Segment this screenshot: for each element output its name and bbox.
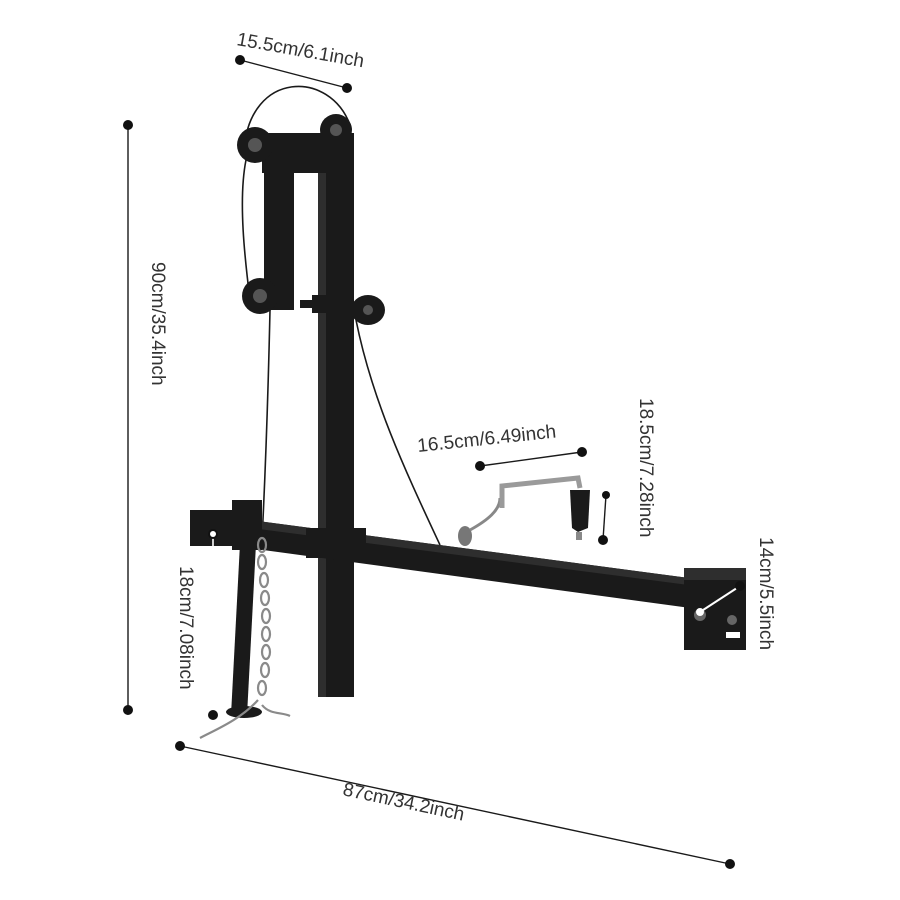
arm-length-label: 16.5cm/6.49inch bbox=[416, 422, 557, 457]
total-length-label: 87cm/34.2inch bbox=[341, 779, 466, 825]
post-bolt bbox=[300, 295, 334, 313]
hanging-cable-left bbox=[261, 309, 271, 541]
top-left-pulley bbox=[237, 127, 273, 163]
lift-frame-illustration bbox=[190, 85, 746, 739]
leg-height-label: 18cm/7.08inch bbox=[175, 566, 196, 690]
crank-handle-grip bbox=[570, 490, 590, 532]
swivel-hook bbox=[458, 497, 502, 546]
dimension-plate-height: 14cm/5.5inch bbox=[696, 537, 776, 650]
collar-knob bbox=[309, 535, 327, 553]
hanging-cable-right bbox=[355, 319, 441, 546]
support-leg bbox=[231, 539, 257, 711]
top-width-label: 15.5cm/6.1inch bbox=[235, 29, 366, 72]
lower-left-pulley bbox=[242, 278, 278, 314]
bracket-inner-gap bbox=[294, 173, 314, 297]
left-cable bbox=[241, 159, 251, 301]
boom-top-edge bbox=[190, 512, 742, 592]
top-right-pulley bbox=[320, 114, 352, 146]
handle-height-label: 18.5cm/7.28inch bbox=[635, 398, 656, 537]
top-cable-arc bbox=[243, 85, 351, 151]
dimension-leg-height: 18cm/7.08inch bbox=[175, 529, 218, 720]
plate-height-label: 14cm/5.5inch bbox=[755, 537, 776, 650]
dimension-handle-height: 18.5cm/7.28inch bbox=[598, 398, 656, 545]
dimension-top-width: 15.5cm/6.1inch bbox=[235, 29, 366, 93]
dimension-total-length: 87cm/34.2inch bbox=[175, 741, 735, 869]
right-mounting-plate bbox=[684, 568, 746, 650]
side-pulley bbox=[351, 295, 385, 325]
post-shading bbox=[318, 135, 326, 697]
dimension-total-height: 90cm/35.4inch bbox=[123, 120, 168, 715]
total-height-label: 90cm/35.4inch bbox=[147, 262, 168, 386]
safety-chain bbox=[199, 536, 291, 739]
dimension-arm-length: 16.5cm/6.49inch bbox=[416, 422, 587, 471]
hand-crank bbox=[499, 475, 590, 540]
